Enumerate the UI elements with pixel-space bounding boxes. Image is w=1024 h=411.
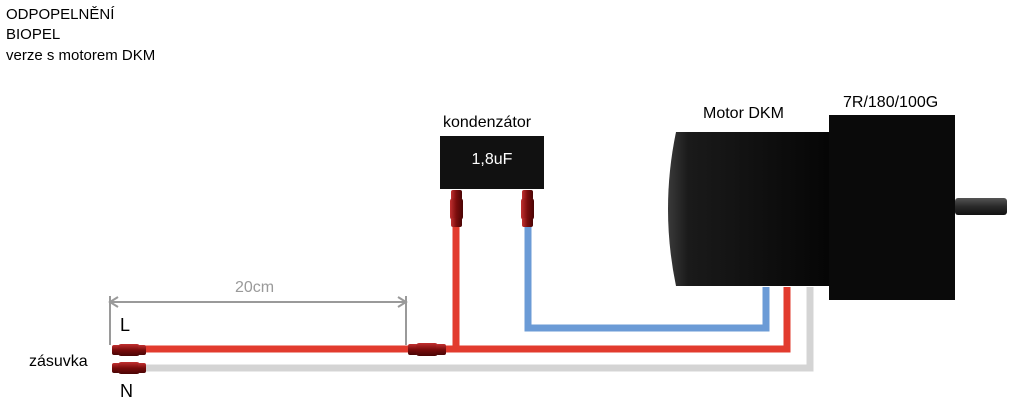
gearbox-label: 7R/180/100G bbox=[843, 94, 939, 111]
motor-label: Motor DKM bbox=[703, 105, 784, 122]
neutral-wire bbox=[145, 287, 814, 372]
title-line-3: verze s motorem DKM bbox=[6, 47, 156, 64]
dimension-label: 20cm bbox=[235, 279, 275, 296]
gearbox-body bbox=[829, 115, 955, 300]
capacitor-body bbox=[440, 136, 544, 189]
neutral-terminal-label: N bbox=[120, 381, 133, 401]
title-line-2: BIOPEL bbox=[6, 26, 61, 43]
capacitor-value: 1,8uF bbox=[471, 151, 513, 168]
socket-label: zásuvka bbox=[29, 353, 88, 370]
socket-connector-l bbox=[112, 344, 146, 356]
motor-shaft bbox=[955, 198, 1007, 215]
capacitor-terminal-right bbox=[521, 190, 534, 227]
live-wire bbox=[145, 225, 791, 353]
title-line-1: ODPOPELNĚNÍ bbox=[6, 6, 115, 23]
capacitor-terminal-left bbox=[450, 190, 463, 227]
socket-connector-n bbox=[112, 362, 146, 374]
capacitor-wire bbox=[524, 225, 770, 332]
line-terminal-label: L bbox=[120, 315, 131, 335]
inline-connector bbox=[408, 343, 446, 356]
capacitor-label: kondenzátor bbox=[443, 114, 532, 131]
motor-body bbox=[668, 132, 835, 286]
dimension-line bbox=[108, 296, 408, 345]
